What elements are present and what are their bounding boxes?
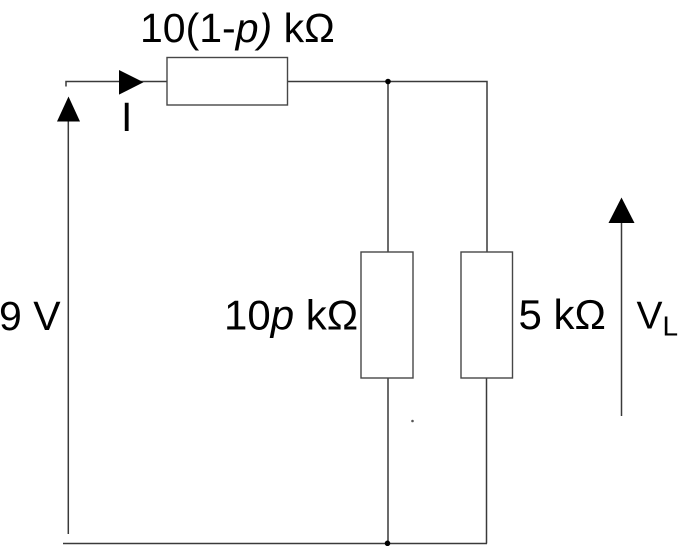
- svg-text:9 V: 9 V: [0, 293, 61, 339]
- svg-text:10p kΩ: 10p kΩ: [224, 291, 358, 338]
- svg-text:VL: VL: [637, 295, 678, 342]
- svg-text:I: I: [121, 94, 132, 140]
- svg-text:10(1-p) kΩ: 10(1-p) kΩ: [140, 5, 335, 51]
- svg-text:5 kΩ: 5 kΩ: [519, 291, 606, 338]
